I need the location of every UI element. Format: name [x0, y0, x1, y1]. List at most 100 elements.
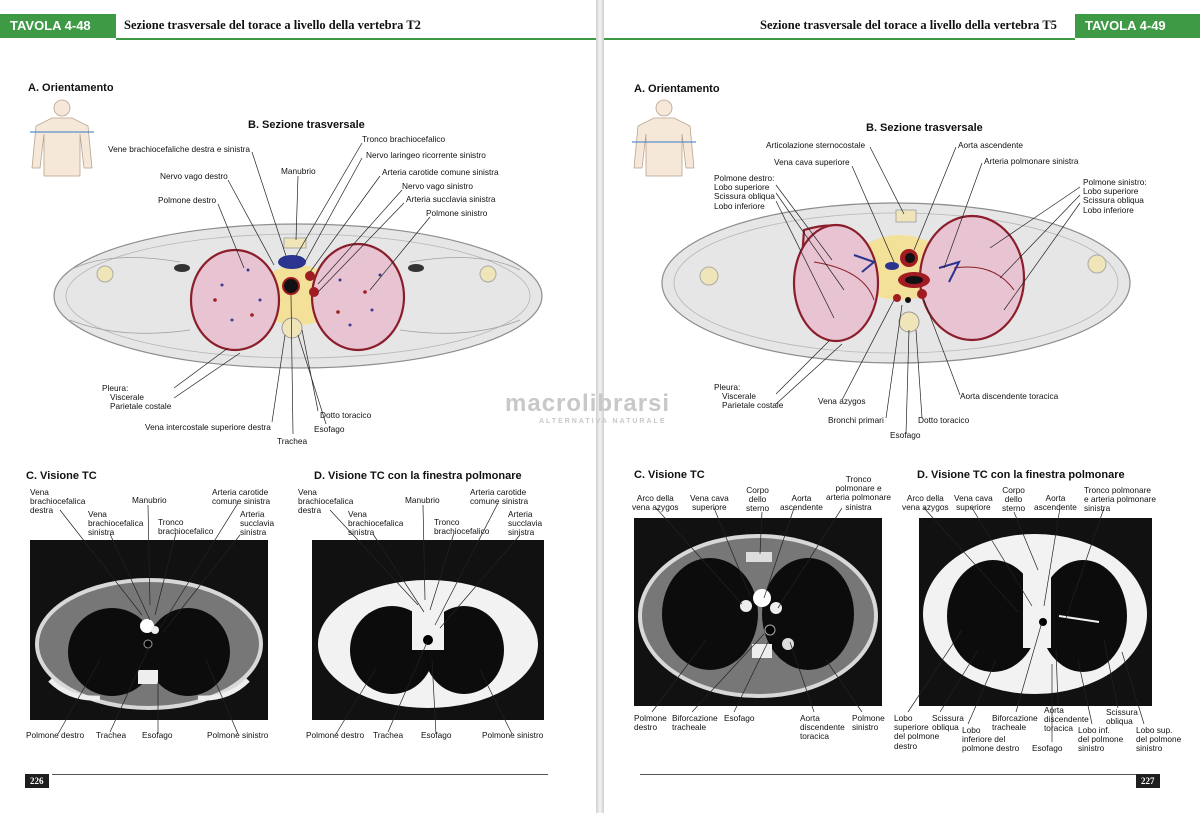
c-label-polmone-destro: Polmone destro [26, 730, 85, 740]
c-label-vena-bc-sx: Vena brachiocefalica sinistra [88, 509, 144, 538]
c-label-corpo-sterno: Corpo dello sterno [746, 485, 770, 514]
plate-number: TAVOLA 4-49 [1075, 14, 1200, 38]
right-page: TAVOLA 4-49 Sezione trasversale del tora… [604, 0, 1200, 813]
orientation-figure [30, 99, 94, 177]
section-c-heading: C. Visione TC [26, 470, 97, 482]
label-parietale-costale: Parietale costale [722, 400, 784, 410]
d-label-scissura-sx: Scissura obliqua [1106, 707, 1138, 727]
label-aorta-discendente: Aorta discendente toracica [960, 391, 1059, 401]
page-number: 226 [25, 774, 49, 788]
right-lung-drawing [792, 223, 880, 343]
d-label-arco-azygos: Arco della vena azygos [902, 493, 949, 513]
d-label-polmone-destro: Polmone destro [306, 730, 365, 740]
c-label-aorta-ascendente: Aorta ascendente [780, 493, 823, 513]
label-pleura: Pleura: [714, 382, 741, 392]
label-polmone-sinistro: Polmone sinistro: Lobo superiore Scissur… [1083, 177, 1147, 215]
label-viscerale: Viscerale [722, 391, 756, 401]
c-label-vena-cava: Vena cava superiore [690, 493, 729, 513]
c-label-tronco-polmonare: Tronco polmonare e arteria polmonare sin… [826, 474, 892, 512]
left-lung-drawing [310, 242, 406, 352]
c-label-arco-azygos: Arco della vena azygos [632, 493, 679, 513]
label-arteria-carotide: Arteria carotide comune sinistra [382, 167, 499, 177]
ct-leader-lines-right [651, 507, 1145, 742]
label-manubrio: Manubrio [281, 166, 316, 176]
d-label-esofago: Esofago [421, 730, 452, 740]
label-nervo-vago-destro: Nervo vago destro [160, 171, 228, 181]
label-pleura: Pleura: [102, 383, 129, 393]
label-articolazione: Articolazione sternocostale [766, 140, 866, 150]
label-vena-azygos: Vena azygos [818, 396, 866, 406]
d-label-lobo-sup-dx: Lobo superiore del polmone destro [894, 713, 940, 751]
label-trachea: Trachea [277, 436, 308, 446]
label-vene-brachiocefaliche: Vene brachiocefaliche destra e sinistra [108, 144, 251, 154]
c-label-vena-bc-dx: Vena brachiocefalica destra [30, 487, 86, 516]
ct-leader-lines-left [57, 502, 521, 735]
footer-rule [640, 774, 1136, 775]
c-label-aorta-discendente: Aorta discendente toracica [800, 713, 845, 742]
d-label-arteria-succlavia: Arteria succlavia sinistra [508, 509, 543, 538]
d-label-trachea: Trachea [373, 730, 404, 740]
d-label-lobo-inf-sx: Lobo inf. del polmone sinistro [1078, 725, 1124, 754]
label-nervo-laringeo: Nervo laringeo ricorrente sinistro [366, 150, 486, 160]
watermark-logo-text: macrolibrarsi [505, 390, 671, 417]
section-d-heading: D. Visione TC con la finestra polmonare [917, 469, 1125, 481]
c-label-polmone-sinistro: Polmone sinistro [852, 713, 885, 733]
cross-section-t2 [53, 142, 543, 435]
ct-scan-soft-tissue [634, 518, 882, 706]
d-label-aorta-ascendente: Aorta ascendente [1034, 493, 1077, 513]
ct-scan-lung-window [312, 540, 544, 720]
label-nervo-vago-sinistro: Nervo vago sinistro [402, 181, 474, 191]
label-esofago: Esofago [314, 424, 345, 434]
c-label-trachea: Trachea [96, 730, 127, 740]
watermark: macrolibrarsi ALTERNATIVA NATURALE [505, 390, 705, 425]
c-label-manubrio: Manubrio [132, 495, 167, 505]
d-label-tronco-polmonare: Tronco polmonare e arteria polmonare sin… [1084, 485, 1156, 514]
c-label-polmone-destro: Polmone destro [634, 713, 667, 733]
d-label-vena-cava: Vena cava superiore [954, 493, 993, 513]
d-label-vena-bc-sx: Vena brachiocefalica sinistra [348, 509, 404, 538]
d-label-polmone-sinistro: Polmone sinistro [482, 730, 544, 740]
c-label-biforcazione: Biforcazione tracheale [672, 713, 718, 733]
d-label-corpo-sterno: Corpo dello sterno [1002, 485, 1026, 514]
watermark-subtitle: ALTERNATIVA NATURALE [539, 418, 667, 425]
label-esofago: Esofago [890, 430, 921, 440]
d-label-vena-bc-dx: Vena brachiocefalica destra [298, 487, 354, 516]
header-rule [604, 38, 1075, 40]
d-label-biforcazione: Biforcazione tracheale [992, 713, 1038, 733]
page-title: Sezione trasversale del torace a livello… [124, 18, 421, 32]
page-number: 227 [1136, 774, 1160, 788]
d-label-manubrio: Manubrio [405, 495, 440, 505]
label-vena-cava: Vena cava superiore [774, 157, 850, 167]
c-label-arteria-carotide: Arteria carotide comune sinistra [212, 487, 271, 507]
d-label-scissura-dx: Scissura obliqua [932, 713, 964, 733]
label-dotto-toracico: Dotto toracico [918, 415, 970, 425]
label-bronchi-primari: Bronchi primari [828, 415, 884, 425]
plate-number: TAVOLA 4-48 [0, 14, 116, 38]
page-title: Sezione trasversale del torace a livello… [760, 18, 1057, 32]
d-label-tronco: Tronco brachiocefalico [434, 517, 490, 537]
section-b-heading: B. Sezione trasversale [248, 119, 365, 131]
c-label-esofago: Esofago [142, 730, 173, 740]
d-label-lobo-sup-sx: Lobo sup. del polmone sinistro [1136, 725, 1182, 754]
c-label-arteria-succlavia: Arteria succlavia sinistra [240, 509, 275, 538]
orientation-figure [632, 99, 696, 177]
c-label-esofago: Esofago [724, 713, 755, 723]
c-label-tronco: Tronco brachiocefalico [158, 517, 214, 537]
label-polmone-destro: Polmone destro: Lobo superiore Scissura … [714, 173, 775, 211]
section-d-heading: D. Visione TC con la finestra polmonare [314, 470, 522, 482]
d-label-aorta-discendente: Aorta discendente toracica [1044, 705, 1089, 734]
ct-scan-soft-tissue [30, 540, 268, 720]
d-label-esofago: Esofago [1032, 743, 1063, 753]
footer-rule [52, 774, 548, 775]
label-arteria-succlavia: Arteria succlavia sinistra [406, 194, 496, 204]
section-a-heading: A. Orientamento [28, 82, 114, 94]
label-polmone-sinistro: Polmone sinistro [426, 208, 488, 218]
section-c-heading: C. Visione TC [634, 469, 705, 481]
d-label-arteria-carotide: Arteria carotide comune sinistra [470, 487, 529, 507]
cross-section-t5 [661, 146, 1131, 435]
book-gutter [596, 0, 604, 813]
label-aorta-ascendente: Aorta ascendente [958, 140, 1024, 150]
label-parietale-costale: Parietale costale [110, 401, 172, 411]
label-dotto-toracico: Dotto toracico [320, 410, 372, 420]
